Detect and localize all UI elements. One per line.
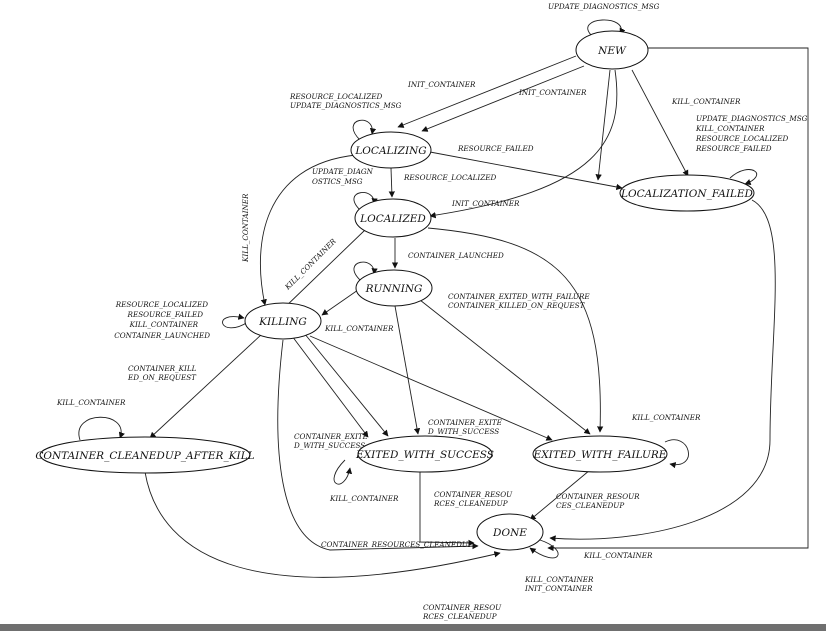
edge-ewf-done <box>529 469 591 521</box>
edge-new-localizing-a <box>397 55 577 128</box>
edge-cleanedup-done <box>144 471 501 578</box>
edge-killing-done <box>277 339 479 551</box>
edge-localized-killing <box>281 229 366 311</box>
state-localization-failed: LOCALIZATION_FAILED <box>619 174 755 212</box>
label-new-self: UPDATE_DIAGNOSTICS_MSG <box>548 2 660 11</box>
state-label: NEW <box>597 45 627 57</box>
label-running-kill: KILL_CONTAINER <box>324 324 394 333</box>
edge-lf-done <box>549 199 776 542</box>
edge-killing-cleanedup <box>149 333 263 439</box>
label-localizing-kill: KILL_CONTAINER <box>241 193 250 263</box>
edge-new-lf-b <box>595 69 611 181</box>
edge-new-localized <box>429 69 618 219</box>
edge-running-killing <box>321 289 359 316</box>
edge-running-ews <box>394 305 421 435</box>
selfloop-done <box>529 539 559 559</box>
edge-ews-done <box>419 470 475 547</box>
label-cleanedup-self: KILL_CONTAINER <box>56 398 126 407</box>
edge-localized-ewf <box>427 227 604 433</box>
state-localized: LOCALIZED <box>354 198 432 238</box>
edge-localizing-killing <box>260 154 357 306</box>
edge-labels: UPDATE_DIAGNOSTICS_MSG INIT_CONTAINER IN… <box>56 2 808 621</box>
label-init-container-localized: INIT_CONTAINER <box>451 199 520 208</box>
state-label: LOCALIZATION_FAILED <box>620 188 754 200</box>
label-done-kill: KILL_CONTAINER <box>583 551 653 560</box>
label-resource-failed: RESOURCE_FAILED <box>457 144 534 153</box>
selfloop-lf <box>729 169 758 186</box>
state-label: DONE <box>492 527 527 539</box>
edge-killing-ews-b <box>303 332 389 437</box>
edge-new-lf-a <box>631 69 689 177</box>
states: NEW LOCALIZING LOCALIZED RUNNING KILLING… <box>35 30 755 551</box>
label-init-container-right: INIT_CONTAINER <box>518 88 587 97</box>
edge-localizing-localized <box>388 167 395 198</box>
selfloop-localizing <box>352 119 377 141</box>
state-label: LOCALIZED <box>359 213 426 225</box>
edge-new-done <box>547 47 809 552</box>
label-resource-localized: RESOURCE_LOCALIZED <box>403 173 496 182</box>
state-exited-with-success: EXITED_WITH_SUCCESS <box>355 435 494 473</box>
state-localizing: LOCALIZING <box>350 131 432 169</box>
state-label: KILLING <box>258 316 307 328</box>
state-label: RUNNING <box>365 283 423 295</box>
edge-killing-ews-a <box>291 335 369 438</box>
edge-localizing-lf <box>429 151 623 191</box>
label-new-kill: KILL_CONTAINER <box>671 97 741 106</box>
label-killing-cleanedup: CONTAINER_RESOURCES_CLEANEDUP <box>321 540 473 549</box>
edge-new-localizing-b <box>421 65 585 132</box>
selfloop-new <box>587 19 626 37</box>
label-ews-self: KILL_CONTAINER <box>329 494 399 503</box>
edge-killing-ewf <box>309 335 553 441</box>
state-new: NEW <box>575 30 649 70</box>
selfloop-running <box>353 261 378 281</box>
edge-running-ewf <box>419 299 591 435</box>
state-done: DONE <box>476 513 544 551</box>
selfloop-localized <box>353 192 378 211</box>
state-label: LOCALIZING <box>354 145 426 157</box>
label-ewf-self: KILL_CONTAINER <box>631 413 701 422</box>
state-cleanedup-after-kill: CONTAINER_CLEANEDUP_AFTER_KILL <box>35 436 255 474</box>
state-exited-with-failure: EXITED_WITH_FAILURE <box>532 435 668 473</box>
state-label: EXITED_WITH_FAILURE <box>533 449 667 461</box>
bottom-scrollbar[interactable] <box>0 624 826 631</box>
selfloop-ews <box>333 459 353 485</box>
label-container-launched: CONTAINER_LAUNCHED <box>408 251 504 260</box>
state-label: EXITED_WITH_SUCCESS <box>355 449 494 461</box>
state-killing: KILLING <box>244 302 322 340</box>
state-label: CONTAINER_CLEANEDUP_AFTER_KILL <box>35 450 254 462</box>
state-running: RUNNING <box>355 269 433 307</box>
selfloop-killing <box>222 313 249 329</box>
selfloop-ewf <box>664 439 689 469</box>
edges <box>78 19 809 578</box>
selfloop-cleanedup <box>78 416 125 441</box>
label-init-container-left: INIT_CONTAINER <box>407 80 476 89</box>
